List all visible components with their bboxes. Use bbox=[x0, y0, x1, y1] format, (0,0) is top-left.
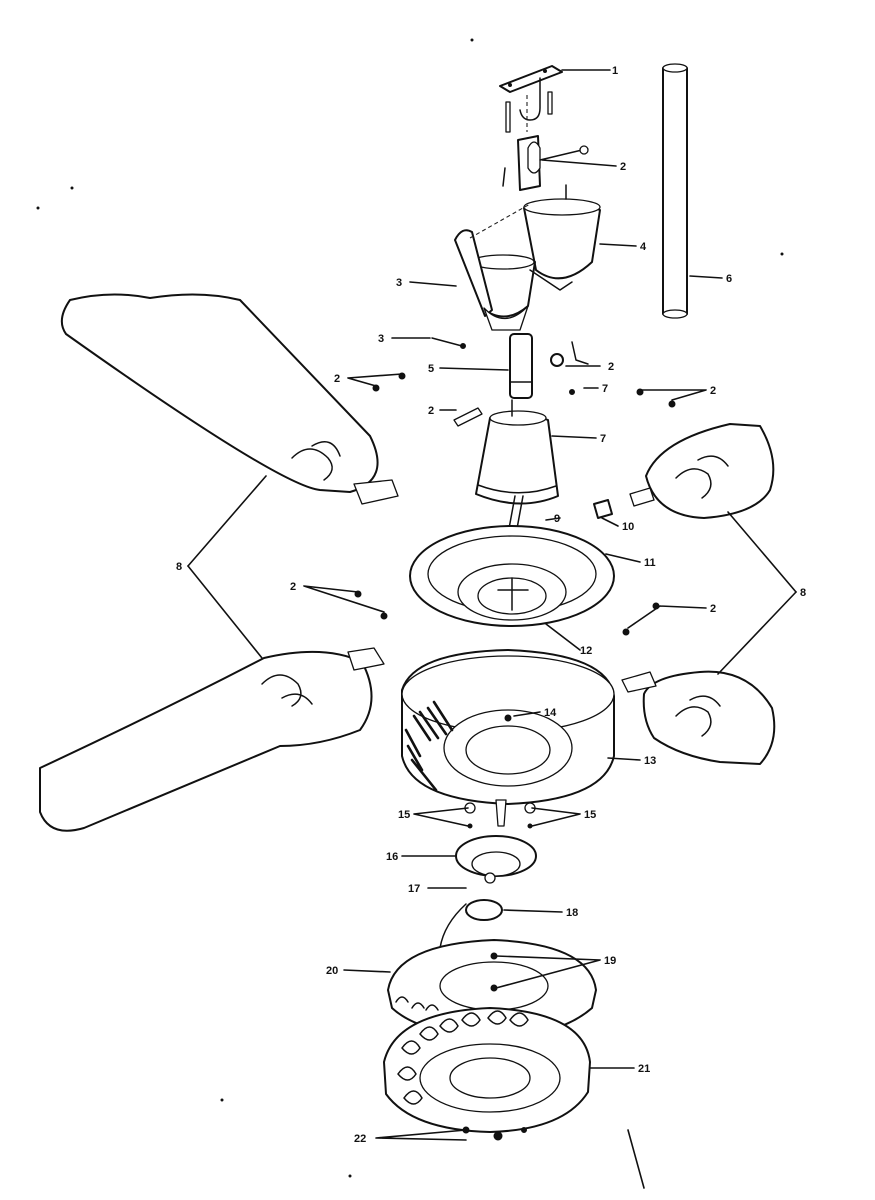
decorative-bottom-cover bbox=[383, 1007, 591, 1133]
callout-9: 9 bbox=[554, 513, 560, 525]
callout-17: 17 bbox=[408, 883, 420, 895]
callout-11: 11 bbox=[644, 557, 656, 569]
callout-14: 14 bbox=[544, 707, 557, 719]
blade-lower-left bbox=[39, 647, 385, 832]
callout-15-left: 15 bbox=[398, 809, 410, 821]
ceiling-hook-bracket bbox=[499, 65, 563, 133]
switch-cap-hardware bbox=[464, 799, 536, 829]
callout-2-bolt: 2 bbox=[428, 405, 434, 417]
blade-lower-right bbox=[621, 670, 776, 765]
callout-2-blade-upper-right: 2 bbox=[710, 385, 716, 397]
switch-plate bbox=[465, 899, 503, 921]
callout-16: 16 bbox=[386, 851, 398, 863]
callout-2-blade-upper-left: 2 bbox=[334, 373, 340, 385]
callout-2: 2 bbox=[620, 161, 626, 173]
switch-housing bbox=[455, 835, 537, 884]
callout-4: 4 bbox=[640, 241, 647, 253]
callout-18: 18 bbox=[566, 907, 578, 919]
motor-top-housing bbox=[409, 525, 615, 627]
blade-upper-right bbox=[629, 423, 775, 519]
callout-3-lower: 3 bbox=[378, 333, 384, 345]
callout-20: 20 bbox=[326, 965, 338, 977]
callout-8-right: 8 bbox=[800, 587, 806, 599]
callout-15-right: 15 bbox=[584, 809, 596, 821]
mount-cup-bracket bbox=[431, 229, 573, 349]
callout-2-coupler: 2 bbox=[608, 361, 614, 373]
callout-7-pin: 7 bbox=[602, 383, 608, 395]
callout-8-left: 8 bbox=[176, 561, 182, 573]
callout-5: 5 bbox=[428, 363, 434, 375]
coupler bbox=[509, 333, 533, 399]
callout-3: 3 bbox=[396, 277, 402, 289]
motor bbox=[401, 649, 615, 805]
upper-canopy bbox=[523, 184, 601, 280]
clevis-mount bbox=[502, 135, 589, 191]
callout-7: 7 bbox=[600, 433, 606, 445]
callout-19: 19 bbox=[604, 955, 616, 967]
callout-10: 10 bbox=[622, 521, 634, 533]
coupler-hardware bbox=[453, 341, 589, 427]
callout-13: 13 bbox=[644, 755, 656, 767]
callout-12: 12 bbox=[580, 645, 592, 657]
blade-upper-left bbox=[60, 293, 399, 505]
callout-2-blade-lower-left: 2 bbox=[290, 581, 296, 593]
switch-housing-cup bbox=[475, 399, 559, 505]
callout-22: 22 bbox=[354, 1133, 366, 1145]
callout-1: 1 bbox=[612, 65, 618, 77]
callout-6: 6 bbox=[726, 273, 732, 285]
leader-lines bbox=[187, 69, 797, 1189]
capacitor bbox=[593, 499, 613, 519]
scan-specks bbox=[36, 38, 784, 1178]
callout-2-blade-lower-right: 2 bbox=[710, 603, 716, 615]
callout-numbers: 1 2 4 3 3 6 5 2 7 2 2 7 2 8 8 9 10 11 2 … bbox=[176, 65, 806, 1145]
downrod bbox=[662, 63, 688, 319]
callout-21: 21 bbox=[638, 1063, 650, 1075]
